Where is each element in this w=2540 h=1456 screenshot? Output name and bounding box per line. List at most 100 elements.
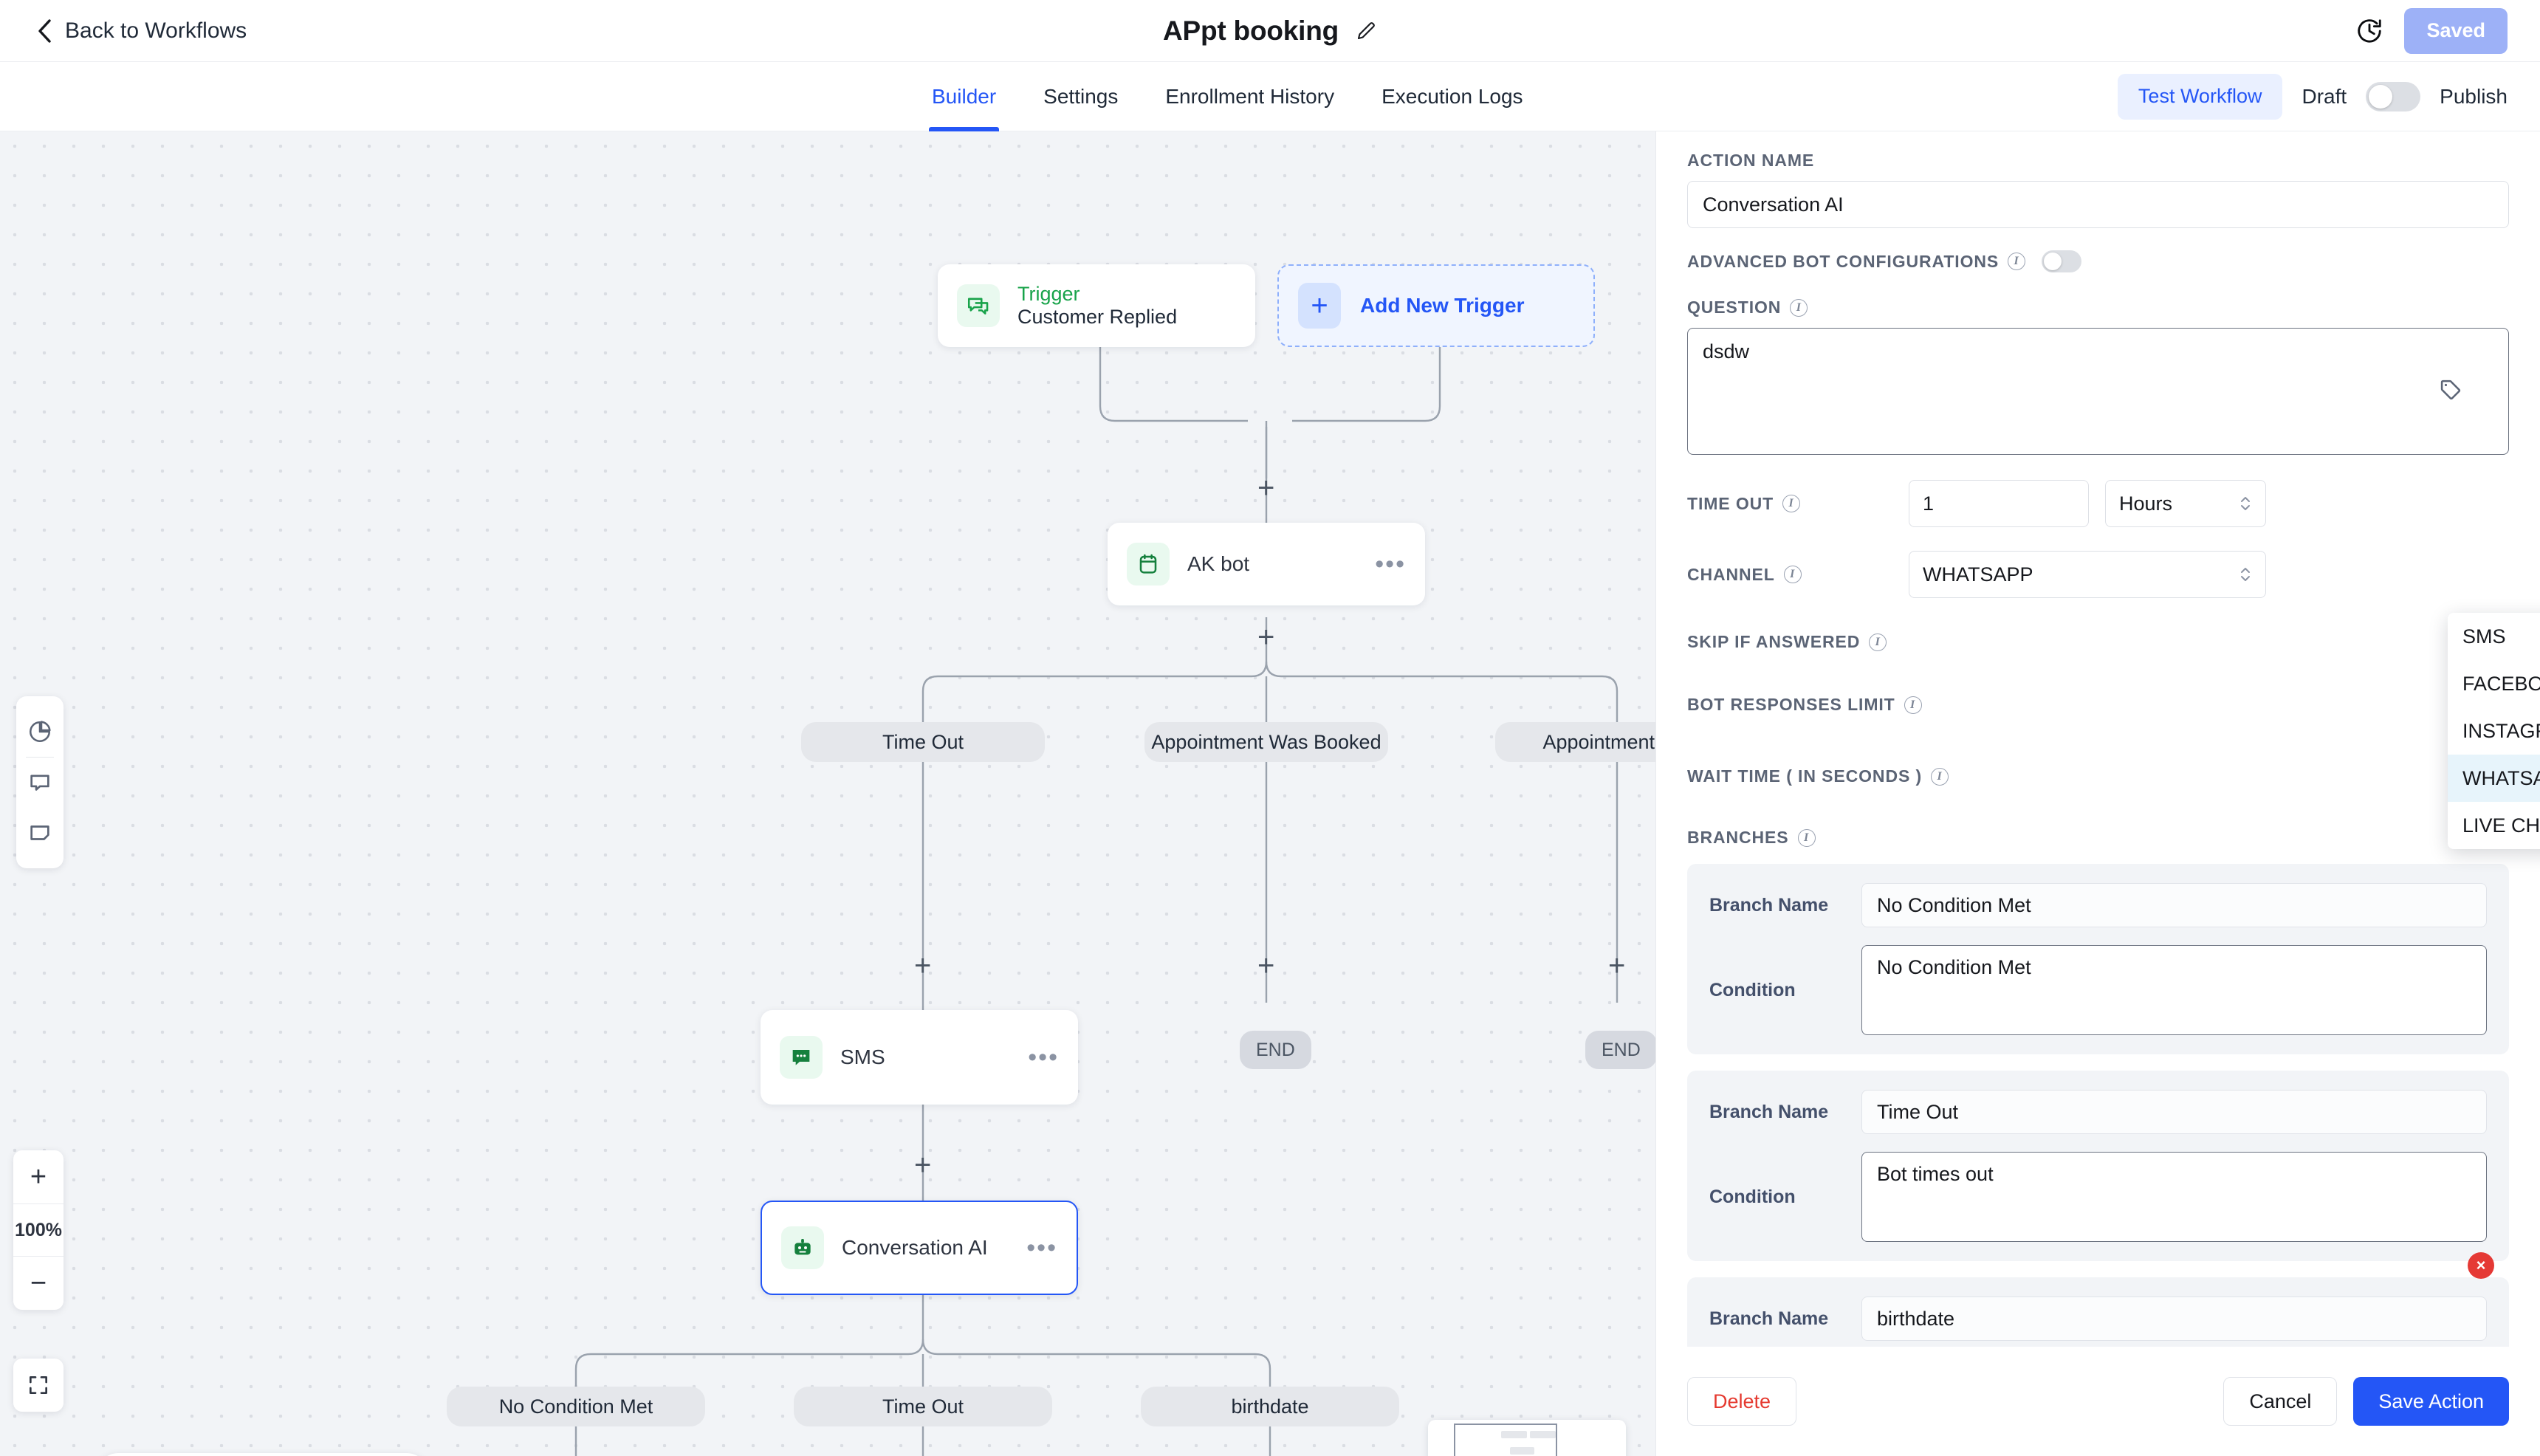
note-icon[interactable] — [16, 808, 64, 858]
tab-enrollment-history[interactable]: Enrollment History — [1165, 85, 1335, 108]
channel-selected-value: WHATSAPP — [1923, 563, 2033, 586]
add-new-trigger-label: Add New Trigger — [1360, 294, 1525, 317]
branch-chip-appointment-was-booked[interactable]: Appointment Was Booked — [1144, 722, 1388, 762]
info-icon[interactable]: i — [1782, 495, 1801, 512]
back-to-workflows-link[interactable]: Back to Workflows — [37, 18, 247, 44]
action-name-input[interactable] — [1687, 181, 2509, 228]
node-ak-bot[interactable]: AK bot ••• — [1108, 523, 1425, 605]
pencil-icon[interactable] — [1355, 20, 1377, 42]
page-title: APpt booking — [1162, 15, 1339, 46]
channel-option-instagram[interactable]: INSTAGRAM — [2462, 719, 2540, 742]
question-textarea[interactable]: dsdw — [1687, 328, 2509, 455]
branch-name-label: Branch Name — [1709, 1308, 1829, 1329]
tab-execution-logs[interactable]: Execution Logs — [1381, 85, 1523, 108]
zoom-in-button[interactable]: + — [30, 1161, 47, 1192]
branch-name-input-0[interactable] — [1861, 883, 2487, 927]
channel-dropdown-menu[interactable]: SMS FACEBOOK INSTAGRAM WHATSAPP LIVE CHA… — [2448, 613, 2540, 849]
branch-chip-appointment-not[interactable]: Appointment Not — [1495, 722, 1655, 762]
branch-chip-birthdate[interactable]: birthdate — [1141, 1387, 1399, 1426]
test-workflow-button[interactable]: Test Workflow — [2117, 73, 2283, 120]
channel-option-live-chat[interactable]: LIVE CHAT — [2462, 814, 2540, 837]
publish-label: Publish — [2440, 84, 2508, 108]
add-step-plus-0[interactable]: + — [1257, 472, 1275, 504]
node-conversation-ai-label: Conversation AI — [842, 1236, 988, 1259]
time-out-label: TIME OUT — [1687, 493, 1774, 513]
branch-chip-time-out-2[interactable]: Time Out — [794, 1387, 1052, 1426]
bot-responses-limit-label: BOT RESPONSES LIMIT — [1687, 695, 1895, 714]
condition-label: Condition — [1709, 1186, 1796, 1207]
advanced-bot-configurations-toggle[interactable] — [2042, 250, 2082, 272]
tag-icon[interactable] — [2438, 377, 2463, 406]
node-conversation-ai[interactable]: Conversation AI ••• — [761, 1201, 1078, 1295]
branch-chip-time-out-1[interactable]: Time Out — [801, 722, 1045, 762]
zoom-out-button[interactable]: − — [30, 1267, 47, 1299]
tabbar-actions: Test Workflow Draft Publish — [2117, 73, 2508, 120]
node-menu-icon[interactable]: ••• — [1028, 1043, 1059, 1071]
branch-condition-row: Condition Bot times out — [1709, 1152, 2487, 1242]
branch-condition-textarea-0[interactable]: No Condition Met — [1861, 945, 2487, 1035]
time-out-row: TIME OUT i Hours — [1687, 480, 2509, 527]
branch-chip-no-condition-met[interactable]: No Condition Met — [447, 1387, 705, 1426]
node-trigger-text: Trigger Customer Replied — [1017, 283, 1177, 329]
fit-screen-button[interactable] — [13, 1359, 64, 1412]
info-icon[interactable]: i — [1790, 298, 1808, 317]
wait-time-row: WAIT TIME ( IN SECONDS ) i — [1687, 766, 2509, 786]
publish-toggle[interactable] — [2366, 81, 2421, 111]
node-menu-icon[interactable]: ••• — [1026, 1234, 1057, 1262]
node-sms[interactable]: SMS ••• — [761, 1010, 1078, 1105]
node-menu-icon[interactable]: ••• — [1375, 550, 1406, 578]
history-clock-icon[interactable] — [2355, 17, 2383, 45]
bot-responses-limit-row: BOT RESPONSES LIMIT i — [1687, 695, 2509, 715]
info-icon[interactable]: i — [1783, 566, 1802, 583]
add-step-plus-2[interactable]: + — [914, 950, 932, 982]
branch-card-1: Branch Name Condition Bot times out — [1687, 1071, 2509, 1261]
canvas-tool-rail — [16, 696, 64, 868]
close-icon[interactable]: × — [2468, 1252, 2494, 1279]
node-trigger[interactable]: Trigger Customer Replied — [938, 264, 1255, 347]
back-to-workflows-label: Back to Workflows — [65, 18, 247, 43]
branch-name-label: Branch Name — [1709, 1101, 1829, 1122]
node-ak-bot-label: AK bot — [1187, 552, 1250, 575]
tab-builder[interactable]: Builder — [908, 62, 1020, 131]
branch-card-2: Branch Name — [1687, 1277, 2509, 1360]
delete-button[interactable]: Delete — [1687, 1377, 1797, 1426]
info-icon[interactable]: i — [1904, 696, 1922, 714]
branch-name-input-2[interactable] — [1861, 1297, 2487, 1341]
chevron-updown-icon — [2239, 563, 2252, 586]
end-chip-1[interactable]: END — [1240, 1031, 1311, 1069]
tab-settings[interactable]: Settings — [1043, 85, 1119, 108]
info-icon[interactable]: i — [1869, 633, 1887, 651]
add-step-plus-3[interactable]: + — [1257, 950, 1275, 982]
workflow-canvas[interactable]: Trigger Customer Replied + Add New Trigg… — [0, 131, 1655, 1456]
saved-status-button[interactable]: Saved — [2404, 7, 2508, 54]
channel-option-sms[interactable]: SMS — [2462, 625, 2506, 648]
branch-name-label: Branch Name — [1709, 894, 1829, 916]
save-action-button[interactable]: Save Action — [2353, 1377, 2509, 1426]
advanced-bot-configurations-label: ADVANCED BOT CONFIGURATIONS — [1687, 251, 2000, 271]
time-out-unit-select[interactable]: Hours — [2105, 480, 2266, 527]
channel-option-facebook[interactable]: FACEBOOK — [2462, 672, 2540, 695]
info-icon[interactable]: i — [1931, 767, 1949, 786]
branch-name-input-1[interactable] — [1861, 1090, 2487, 1134]
action-name-label: ACTION NAME — [1687, 151, 2509, 171]
add-new-trigger-button[interactable]: + Add New Trigger — [1277, 264, 1595, 347]
time-out-value-input[interactable] — [1909, 480, 2089, 527]
info-icon[interactable]: i — [2008, 253, 2026, 270]
skip-if-answered-label: SKIP IF ANSWERED — [1687, 632, 1861, 651]
minimap-viewport[interactable] — [1454, 1424, 1557, 1456]
action-config-body: ACTION NAME ADVANCED BOT CONFIGURATIONS … — [1656, 131, 2540, 1456]
channel-select[interactable]: WHATSAPP — [1909, 551, 2266, 598]
pie-chart-icon[interactable] — [16, 707, 64, 757]
end-chip-2[interactable]: END — [1585, 1031, 1655, 1069]
time-out-unit-value: Hours — [2119, 492, 2173, 515]
add-step-plus-5[interactable]: + — [914, 1149, 932, 1181]
canvas-minimap[interactable] — [1428, 1420, 1626, 1456]
add-step-plus-1[interactable]: + — [1257, 621, 1275, 653]
channel-label: CHANNEL — [1687, 564, 1775, 584]
add-step-plus-4[interactable]: + — [1608, 950, 1626, 982]
branch-condition-textarea-1[interactable]: Bot times out — [1861, 1152, 2487, 1242]
comment-icon[interactable] — [16, 758, 64, 808]
info-icon[interactable]: i — [1797, 828, 1816, 847]
channel-option-whatsapp[interactable]: WHATSAPP — [2448, 755, 2540, 802]
cancel-button[interactable]: Cancel — [2223, 1377, 2338, 1426]
